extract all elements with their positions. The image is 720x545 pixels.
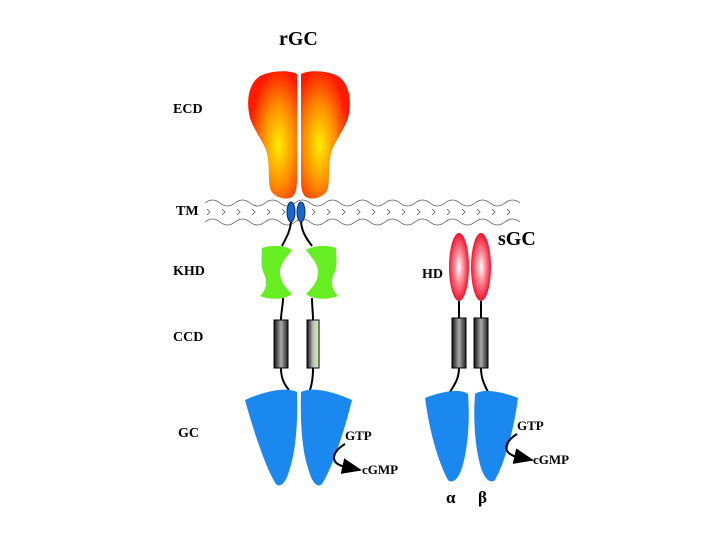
rgc-gtp-label: GTP: [345, 428, 372, 443]
sgc-hd-left: [449, 233, 469, 301]
alpha-subunit-label: α: [446, 488, 456, 507]
rgc-ecd-right: [301, 71, 350, 199]
rgc-reaction-arrow: [333, 443, 362, 474]
sgc-gtp-label: GTP: [517, 418, 544, 433]
rgc-ccd-left: [273, 319, 289, 369]
hd-label: HD: [422, 267, 443, 282]
beta-subunit-label: β: [478, 488, 487, 507]
tm-helix-right: [296, 201, 306, 223]
sgc-gc-beta: [474, 391, 518, 482]
sgc-cgmp-label: cGMP: [533, 452, 569, 467]
sgc-reaction-arrow: [505, 433, 534, 464]
ccd-label: CCD: [173, 330, 203, 345]
ecd-label: ECD: [173, 102, 203, 117]
sgc-ccd-left: [451, 317, 467, 369]
khd-label: KHD: [173, 264, 205, 279]
gc-label: GC: [178, 426, 199, 441]
sgc-gc-alpha: [425, 391, 469, 482]
linker-khd-ccd-left: [280, 297, 284, 321]
linker-khd-ccd-right: [311, 297, 314, 321]
sgc-title: sGC: [498, 228, 536, 250]
rgc-cgmp-label: cGMP: [362, 462, 398, 477]
linker-tm-khd-left: [281, 221, 292, 247]
tm-helix-left: [286, 201, 296, 223]
rgc-gc-left: [245, 389, 298, 486]
rgc-ccd-right: [306, 319, 320, 369]
linker-ccd-gc-right: [309, 367, 314, 391]
rgc-title: rGC: [279, 28, 318, 50]
linker-sgc-ccd-gc-left: [449, 367, 460, 393]
rgc-gc-right: [300, 389, 352, 486]
sgc-hd-right: [471, 233, 491, 301]
linker-ccd-gc-left: [280, 367, 290, 391]
linker-sgc-ccd-gc-right: [480, 367, 489, 393]
rgc-khd-right: [306, 245, 338, 299]
rgc-ecd-left: [248, 71, 297, 199]
membrane: [204, 199, 521, 226]
tm-label: TM: [176, 204, 199, 219]
rgc-khd-left: [260, 245, 292, 299]
linker-tm-khd-right: [300, 221, 313, 247]
sgc-ccd-right: [473, 317, 489, 369]
